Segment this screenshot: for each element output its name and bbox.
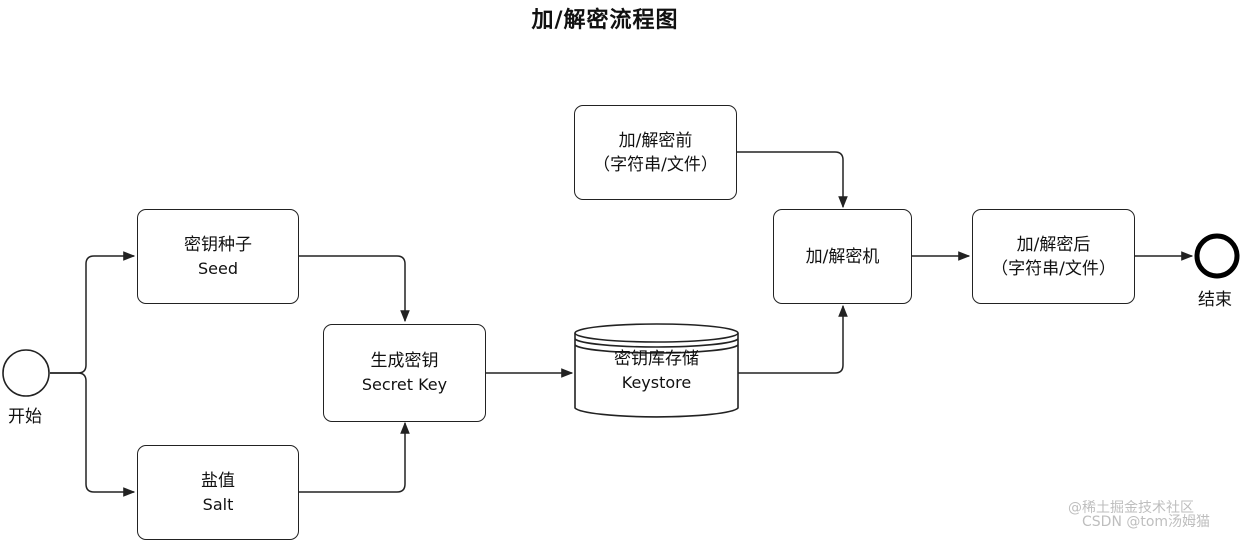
secret-key-node: 生成密钥 Secret Key [323, 324, 486, 422]
edge-before-machine [737, 151, 848, 209]
salt-subtitle: Salt [202, 494, 234, 514]
before-subtitle: （字符串/文件） [593, 154, 718, 175]
watermark-line2: CSDN @tom汤姆猫 [1082, 514, 1211, 530]
start-event-circle [2, 349, 50, 397]
keystore-cylinder-shape [574, 323, 739, 418]
machine-node: 加/解密机 [773, 209, 912, 304]
after-title: 加/解密后 [1016, 234, 1091, 255]
salt-node: 盐值 Salt [137, 445, 299, 540]
edge-start-salt [50, 372, 136, 497]
before-node: 加/解密前 （字符串/文件） [574, 105, 737, 200]
edge-salt-secretkey [299, 421, 410, 493]
after-subtitle: （字符串/文件） [991, 258, 1116, 279]
diagram-title: 加/解密流程图 [531, 8, 679, 33]
seed-subtitle: Seed [198, 258, 238, 278]
seed-node: 密钥种子 Seed [137, 209, 299, 304]
end-event-circle [1194, 233, 1240, 279]
keystore-node: 密钥库存储 Keystore [575, 347, 738, 395]
secret-key-subtitle: Secret Key [361, 375, 448, 394]
keystore-title: 密钥库存储 [614, 349, 699, 369]
before-title: 加/解密前 [618, 130, 693, 151]
keystore-subtitle: Keystore [621, 373, 692, 392]
machine-title: 加/解密机 [805, 246, 880, 267]
edge-seed-secretkey [299, 255, 410, 323]
watermark-line1: @稀土掘金技术社区 [1068, 500, 1194, 516]
edge-keystore-machine [738, 304, 848, 374]
after-node: 加/解密后 （字符串/文件） [972, 209, 1135, 304]
seed-title: 密钥种子 [184, 234, 252, 255]
edge-start-seed [50, 251, 136, 374]
start-label: 开始 [8, 407, 42, 427]
end-label: 结束 [1198, 290, 1232, 310]
secret-key-title: 生成密钥 [370, 351, 439, 371]
salt-title: 盐值 [201, 470, 235, 491]
